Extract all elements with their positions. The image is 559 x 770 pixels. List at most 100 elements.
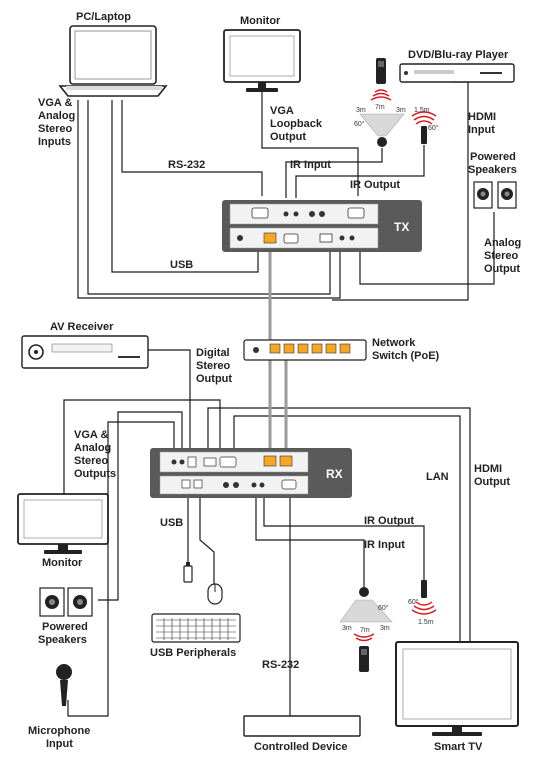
tx-label: TX <box>394 220 409 234</box>
ir-range-top-3m-right: 3m <box>396 107 406 114</box>
hdmi-input-label-2: Input <box>468 124 495 136</box>
monitor-top <box>223 29 301 92</box>
switch-port-2 <box>283 343 295 354</box>
rx-lan-port-1 <box>263 455 277 467</box>
switch-port-6 <box>339 343 351 354</box>
microphone-label-1: Microphone <box>28 725 90 737</box>
controlled-device <box>243 715 361 737</box>
vga-outputs-label-3: Stereo <box>74 455 109 467</box>
ir-top-assembly <box>359 58 437 147</box>
ir-output-top-label: IR Output <box>350 179 400 191</box>
mouse-icon <box>207 583 223 605</box>
switch-port-4 <box>311 343 323 354</box>
cable-vga-rx-monitor <box>63 399 221 500</box>
rx-lan-port-2 <box>279 455 293 467</box>
pc-laptop-label: PC/Laptop <box>76 11 131 23</box>
smart-tv-label: Smart TV <box>434 741 483 753</box>
monitor-bottom <box>17 493 109 554</box>
monitor-top-label: Monitor <box>240 15 281 27</box>
switch-port-3 <box>297 343 309 354</box>
ir-signal-icon <box>370 89 392 101</box>
vga-loop-label-2: Loopback <box>270 118 323 130</box>
monitor-bottom-label: Monitor <box>42 557 83 569</box>
microphone-icon <box>56 664 72 706</box>
ir-bottom-assembly <box>339 580 437 672</box>
microphone-label-2: Input <box>46 738 73 750</box>
tx-rs232-port <box>283 233 299 244</box>
vga-outputs-label-2: Analog <box>74 442 111 454</box>
rx-rs232-port <box>281 479 297 490</box>
digital-out-label-3: Output <box>196 373 232 385</box>
rx-label: RX <box>326 467 343 481</box>
rx-optical-port <box>187 456 197 468</box>
switch-port-5 <box>325 343 337 354</box>
switch-port-1 <box>269 343 281 354</box>
cable-pc-vga-audio-1 <box>77 100 341 299</box>
rx-hdmi-port <box>203 457 217 467</box>
vga-inputs-label-1: VGA & <box>38 97 72 109</box>
tx-hdmi-port <box>319 233 333 243</box>
analog-out-label-2: Stereo <box>484 250 519 262</box>
cable-rs232-top <box>121 100 263 196</box>
cable-ir-input-top <box>285 148 383 198</box>
ir-input-top-label: IR Input <box>290 159 331 171</box>
cable-ir-output-top <box>295 145 425 198</box>
cable-vga-loopback <box>261 92 359 196</box>
usb-bottom-label: USB <box>160 517 183 529</box>
keyboard-icon <box>151 613 241 643</box>
digital-out-label-1: Digital <box>196 347 230 359</box>
ir-receive-cone-icon <box>359 113 405 137</box>
powered-speakers-top-label-2: Speakers <box>468 164 517 176</box>
rx-vga-port <box>219 456 237 468</box>
cable-analog-out <box>359 212 495 285</box>
cable-audio-rx-speakers <box>98 411 183 601</box>
tx-vga-loop-port <box>347 207 365 219</box>
ir-range-bot-3m-left: 3m <box>342 625 352 632</box>
vga-outputs-label-4: Outputs <box>74 468 116 480</box>
vga-outputs-label-1: VGA & <box>74 429 108 441</box>
ir-emitter-bottom-icon <box>421 580 427 598</box>
ir-emit-bot-60: 60° <box>408 598 419 606</box>
rx-usb-port-1 <box>181 479 191 489</box>
ir-range-top-60: 60° <box>354 120 365 128</box>
usb-top-label: USB <box>170 259 193 271</box>
ir-range-top-7m: 7m <box>375 104 385 111</box>
av-receiver <box>21 335 149 369</box>
ir-range-bot-7m: 7m <box>360 627 370 634</box>
controlled-device-label: Controlled Device <box>254 741 348 753</box>
cable-hdmi-output <box>207 407 471 642</box>
powered-speakers-bottom-label-2: Speakers <box>38 634 87 646</box>
analog-out-label-1: Analog <box>484 237 521 249</box>
hdmi-output-label-2: Output <box>474 476 510 488</box>
network-switch-label-2: Switch (PoE) <box>372 350 440 362</box>
laptop <box>58 25 168 97</box>
powered-speakers-bottom-label-1: Powered <box>42 621 88 633</box>
vga-inputs-label-4: Inputs <box>38 136 71 148</box>
rs232-top-label: RS-232 <box>168 159 205 171</box>
lan-label: LAN <box>426 471 449 483</box>
usb-peripherals-label: USB Peripherals <box>150 647 236 659</box>
ir-range-bot-3m-right: 3m <box>380 625 390 632</box>
network-switch-label-1: Network <box>372 337 416 349</box>
ir-emit-top-60: 60° <box>428 124 439 132</box>
ir-receiver-bottom-icon <box>359 587 369 597</box>
ir-output-bottom-label: IR Output <box>364 515 414 527</box>
vga-inputs-label-2: Analog <box>38 110 75 122</box>
digital-out-label-2: Stereo <box>196 360 231 372</box>
cable-usb-mouse <box>199 478 215 586</box>
ir-receive-cone-bottom-icon <box>339 599 393 623</box>
vga-loop-label-3: Output <box>270 131 306 143</box>
rx-unit <box>150 448 352 498</box>
cable-ir-input-bottom <box>255 494 365 588</box>
analog-out-label-3: Output <box>484 263 520 275</box>
tx-vga-in-port <box>251 207 269 219</box>
vga-loop-label-1: VGA <box>270 105 294 117</box>
dvd-player <box>399 63 515 83</box>
cables <box>63 81 495 717</box>
tx-rear-panel <box>229 227 379 249</box>
ir-emitter-top-icon <box>421 126 427 144</box>
tx-lan-port <box>263 232 277 244</box>
ir-range-top-3m-left: 3m <box>356 107 366 114</box>
cable-digital-out <box>148 349 191 448</box>
